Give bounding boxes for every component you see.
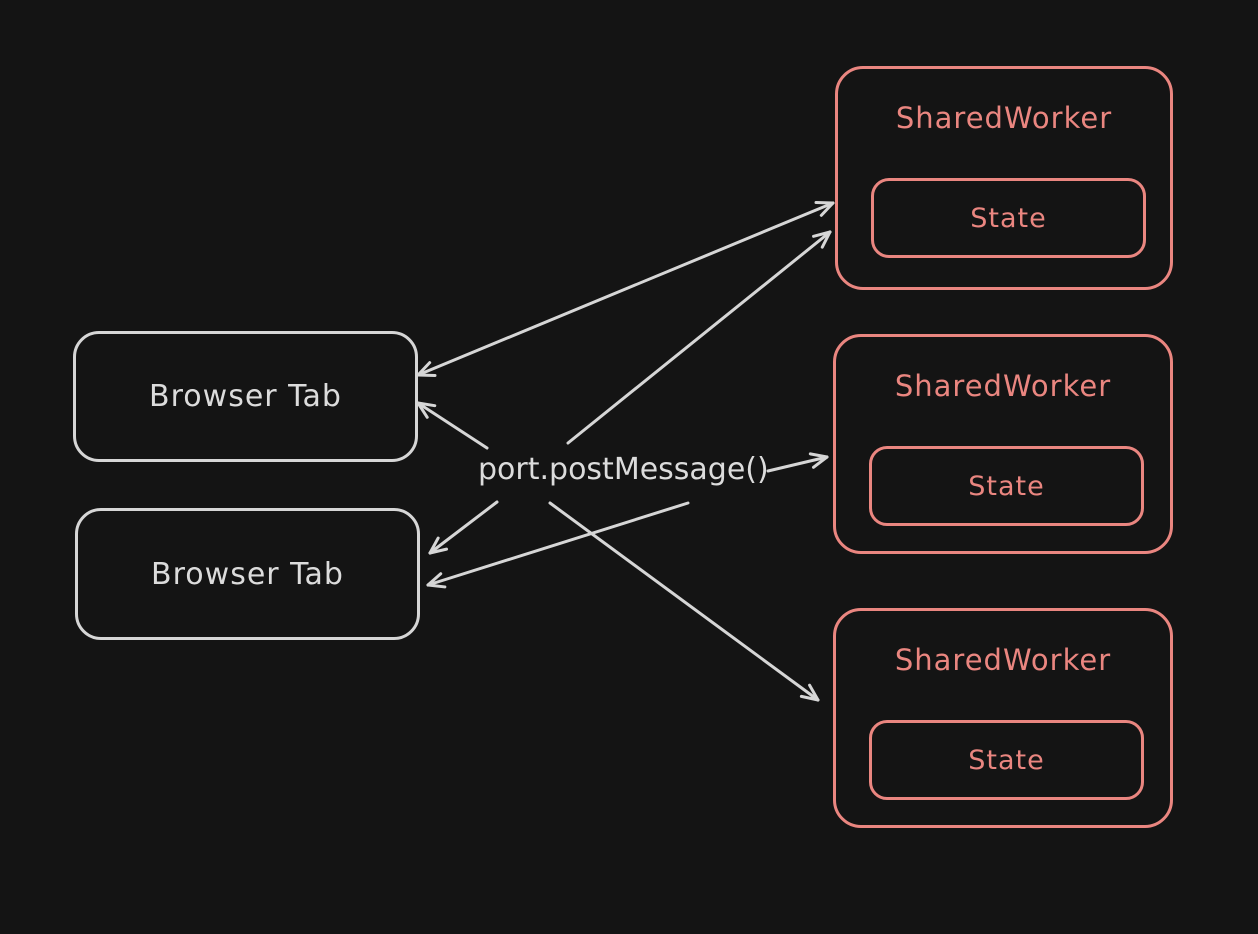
node-shared-worker-1: SharedWorker State xyxy=(835,66,1173,290)
state-2-label: State xyxy=(968,470,1045,502)
node-shared-worker-2: SharedWorker State xyxy=(833,334,1173,554)
node-state-1: State xyxy=(871,178,1146,258)
shared-worker-1-label: SharedWorker xyxy=(895,101,1113,135)
arrow-center-to-tab1 xyxy=(416,401,489,450)
post-message-label: port.postMessage() xyxy=(478,452,769,487)
node-browser-tab-1: Browser Tab xyxy=(73,331,418,462)
node-shared-worker-3: SharedWorker State xyxy=(833,608,1173,828)
arrow-center-to-worker2 xyxy=(766,452,829,473)
node-state-3: State xyxy=(869,720,1144,800)
shared-worker-2-label: SharedWorker xyxy=(894,369,1112,403)
arrow-center-to-worker3 xyxy=(548,501,820,702)
browser-tab-1-label: Browser Tab xyxy=(149,379,342,414)
arrow-worker1-tab1-bidirectional xyxy=(416,201,835,377)
shared-worker-3-label: SharedWorker xyxy=(894,643,1112,677)
browser-tab-2-label: Browser Tab xyxy=(151,556,344,592)
node-state-2: State xyxy=(869,446,1144,526)
arrow-center-to-tab2-upper xyxy=(428,500,499,555)
arrow-center-to-tab2-lower xyxy=(426,501,690,589)
arrow-center-to-worker1 xyxy=(566,230,832,445)
state-3-label: State xyxy=(968,744,1045,776)
state-1-label: State xyxy=(970,202,1047,234)
node-browser-tab-2: Browser Tab xyxy=(75,508,420,640)
